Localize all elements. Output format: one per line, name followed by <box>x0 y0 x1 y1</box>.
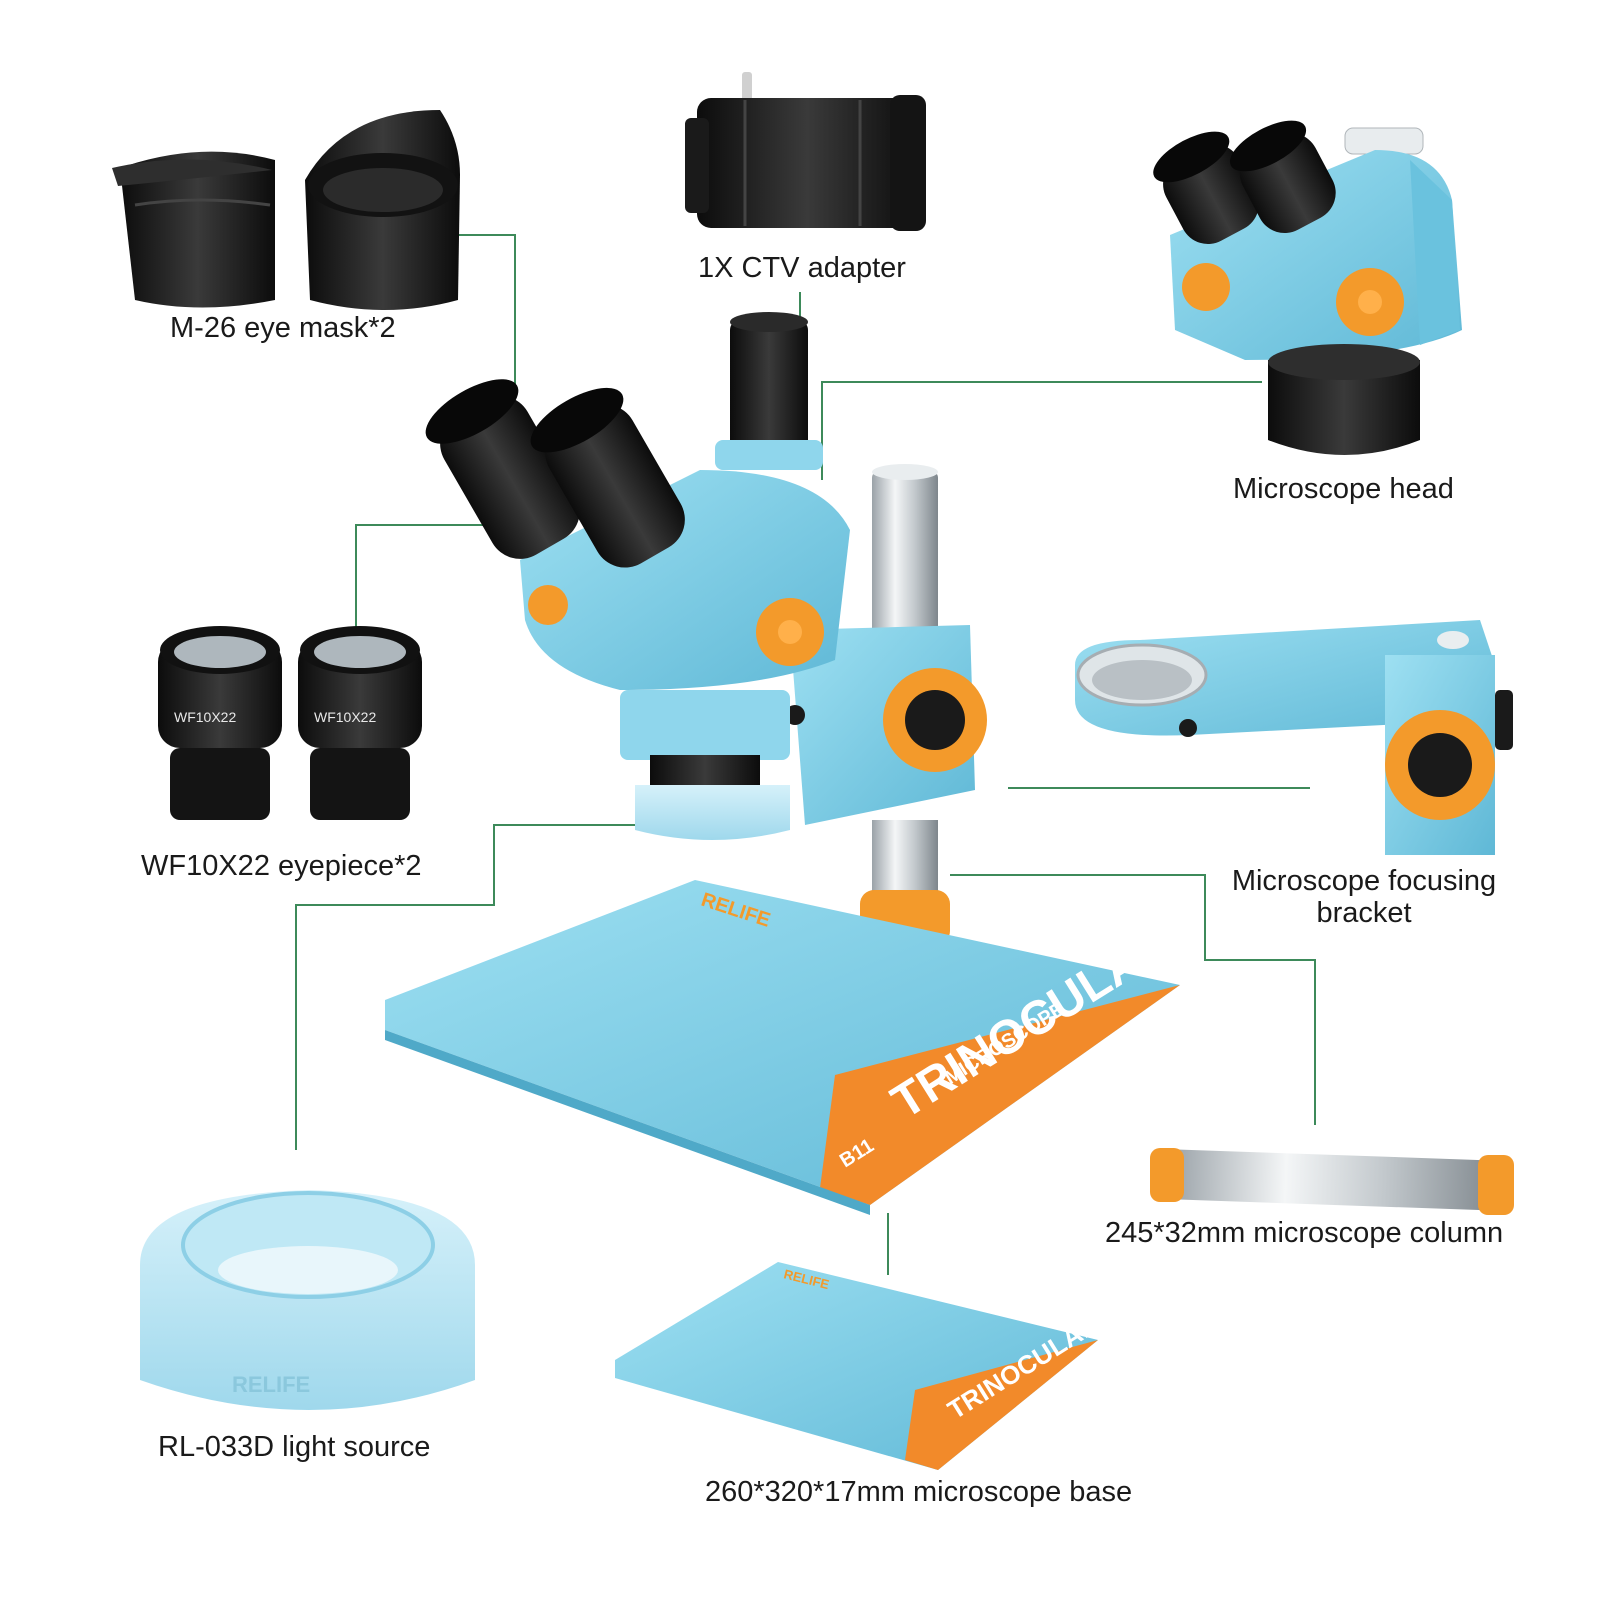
eyepiece-right-marking: WF10X22 <box>314 709 376 725</box>
leader-eyepiece <box>355 524 500 628</box>
label-light-source: RL-033D light source <box>158 1431 431 1463</box>
ctv-adapter-icon <box>685 72 926 231</box>
label-eye-mask: M-26 eye mask*2 <box>170 312 396 344</box>
label-focusing-bracket-line2: bracket <box>1316 897 1412 929</box>
leader-column <box>950 874 1316 1125</box>
microscope-column-icon <box>1150 1148 1514 1215</box>
label-base: 260*320*17mm microscope base <box>705 1476 1133 1508</box>
microscope-head-icon <box>1153 120 1462 455</box>
leader-lines <box>295 234 1316 1275</box>
label-column: 245*32mm microscope column <box>1105 1217 1504 1249</box>
main-microscope-icon <box>425 312 987 945</box>
eye-mask-right-icon <box>305 110 460 310</box>
eyepiece-left-marking: WF10X22 <box>174 709 236 725</box>
leader-light <box>295 824 680 1150</box>
spare-base-icon: TRINOCULAR RELIFE <box>615 1262 1104 1470</box>
light-source-brand-print: RELIFE <box>232 1372 310 1397</box>
focusing-bracket-icon <box>1075 620 1513 855</box>
leader-eye-mask <box>455 234 516 395</box>
label-focusing-bracket-line1: Microscope focusing <box>1231 865 1497 897</box>
light-source-icon: RELIFE <box>140 1190 475 1410</box>
label-ctv-adapter: 1X CTV adapter <box>698 252 906 284</box>
eyepiece-right-icon: WF10X22 <box>298 626 422 820</box>
main-base-icon: TRINOCULAR MICROSCOPE B11 RELIFE <box>385 880 1180 1215</box>
eyepiece-left-icon: WF10X22 <box>158 626 282 820</box>
eye-mask-left-icon <box>112 151 275 308</box>
label-eyepiece: WF10X22 eyepiece*2 <box>141 850 422 882</box>
label-microscope-head: Microscope head <box>1233 473 1454 505</box>
